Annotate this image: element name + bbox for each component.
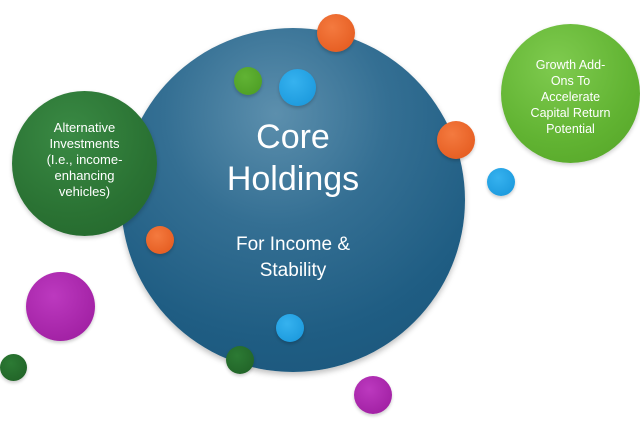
- decorative-dot-purple: [26, 272, 95, 341]
- alternative-investments-label: Alternative Investments (I.e., income- e…: [46, 120, 123, 199]
- decorative-dot-orange: [146, 226, 174, 254]
- core-holdings-title: Core Holdings: [226, 118, 360, 198]
- decorative-dot-purple: [354, 376, 392, 414]
- decorative-dot-dark-green: [226, 346, 254, 374]
- decorative-dot-orange: [317, 14, 355, 52]
- decorative-dot-dark-green: [0, 354, 27, 381]
- core-holdings-subtitle: For Income & Stability: [235, 234, 351, 281]
- alternative-investments-circle: [12, 91, 157, 236]
- decorative-dot-blue: [279, 69, 316, 106]
- growth-add-ons-circle: [501, 24, 640, 163]
- decorative-dot-green: [234, 67, 262, 95]
- growth-add-ons-label: Growth Add- Ons To Accelerate Capital Re…: [530, 58, 611, 136]
- decorative-dot-blue: [487, 168, 515, 196]
- decorative-dot-blue: [276, 314, 304, 342]
- decorative-dot-orange: [437, 121, 475, 159]
